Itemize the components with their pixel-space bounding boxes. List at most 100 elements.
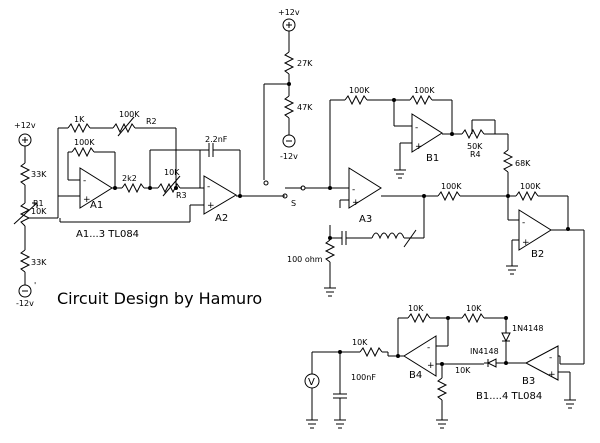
a-group-note: A1...3 TL084 — [76, 229, 139, 240]
opamp-b2 — [518, 209, 552, 251]
r4-value: 50K — [467, 142, 483, 151]
resistor-10k-b4-feedback — [407, 312, 431, 324]
potentiometer-r4 — [461, 128, 485, 140]
voltmeter-label: V — [308, 377, 315, 388]
r1-name: R1 — [33, 199, 44, 208]
switch-contact-lower — [282, 193, 288, 199]
resistor-10k-b4-input — [359, 346, 383, 358]
opamp-b3 — [524, 345, 559, 381]
resistor-33k-top — [19, 162, 31, 186]
opamp-a2-label: A2 — [215, 213, 228, 224]
b2-stage: 100K - + B2 — [506, 182, 585, 365]
top-divider-section: +12v 27K 47K -12v S — [263, 8, 346, 208]
design-title: Circuit Design by Hamuro — [57, 289, 262, 308]
resistor-100k-b1-label: 100K — [414, 86, 435, 95]
capacitor-100n-label: 100nF — [351, 373, 376, 382]
resistor-27k — [283, 51, 295, 75]
diode-in4148-mid — [486, 358, 497, 368]
resistor-10k-b3-label: 10K — [466, 304, 482, 313]
potentiometer-r3 — [157, 182, 181, 194]
a3-stage: 100K - + A3 100 ohm 100K — [287, 86, 510, 297]
potentiometer-r2 — [112, 122, 136, 134]
resistor-10k-b4-label: 10K — [408, 304, 424, 313]
r2-name: R2 — [146, 117, 157, 126]
a2-stage: 10K R3 2.2nF - + A2 — [59, 135, 285, 224]
opamp-b1 — [411, 113, 443, 153]
svg-text:+: + — [207, 201, 215, 211]
opamp-a1-label: A1 — [90, 200, 103, 211]
resistor-33k-bottom-label: 33K — [31, 258, 47, 267]
svg-text:+: + — [522, 238, 530, 248]
resistor-100k-a3-out-label: 100K — [441, 182, 462, 191]
capacitor-2n2-label: 2.2nF — [205, 135, 228, 144]
opamp-a3-label: A3 — [359, 214, 372, 225]
pos-supply-label-top: +12v — [278, 8, 300, 17]
resistor-10k-b4-input-label: 10K — [352, 338, 368, 347]
resistor-100-ohm — [324, 239, 336, 263]
neg-supply-terminal-top — [282, 134, 296, 148]
resistor-68k — [502, 149, 514, 173]
r3-name: R3 — [176, 191, 187, 200]
switch-contact-upper — [263, 180, 269, 186]
inductor-coil — [371, 232, 405, 240]
rectifier-section: - + B3 1N4148 IN4148 10K - + B4 — [304, 304, 576, 429]
resistor-100k-b1-feedback — [409, 94, 433, 106]
diode-1n4148-top — [501, 332, 511, 343]
svg-text:-: - — [415, 123, 418, 133]
resistor-100-ohm-label: 100 ohm — [287, 255, 323, 264]
svg-text:-: - — [549, 353, 552, 363]
opamp-b3-label: B3 — [522, 376, 535, 387]
opamp-b2-label: B2 — [531, 249, 544, 260]
resistor-47k — [283, 95, 295, 119]
neg-supply-label-top: -12v — [280, 152, 298, 161]
svg-text:+: + — [83, 195, 91, 205]
pos-supply-label-left: +12v — [14, 121, 36, 130]
resistor-1k-label: 1K — [74, 115, 85, 124]
opamp-b1-label: B1 — [426, 153, 439, 164]
neg-tick-mark: ' — [34, 281, 36, 290]
resistor-33k-bottom — [19, 249, 31, 273]
svg-text:+: + — [415, 142, 423, 152]
svg-text:-: - — [427, 343, 430, 353]
opamp-b4 — [403, 335, 437, 377]
opamp-a2 — [203, 175, 237, 215]
svg-text:-: - — [522, 218, 525, 228]
resistor-100k-a1-feedback — [71, 146, 95, 158]
opamp-b4-label: B4 — [409, 370, 422, 381]
resistor-100k-a1-label: 100K — [74, 138, 95, 147]
resistor-27k-label: 27K — [297, 59, 313, 68]
svg-text:+: + — [548, 370, 556, 380]
b1-stage: 100K - + B1 50K R4 68K — [393, 86, 531, 220]
resistor-2k2 — [121, 182, 145, 194]
resistor-68k-label: 68K — [515, 159, 531, 168]
diode-mid-label: IN4148 — [470, 347, 499, 356]
neg-supply-label-left: -12v — [16, 299, 34, 308]
r4-name: R4 — [470, 150, 481, 159]
switch-label: S — [291, 199, 296, 208]
potentiometer-r1 — [19, 202, 31, 227]
r3-value: 10K — [164, 168, 180, 177]
resistor-100k-b2 — [515, 190, 539, 202]
b-group-note: B1....4 TL084 — [476, 391, 542, 402]
diode-top-label: 1N4148 — [512, 324, 543, 333]
r2-value: 100K — [119, 110, 140, 119]
resistor-10k-b3-ground — [436, 377, 448, 401]
resistor-10k-b3-feedback — [461, 312, 485, 324]
resistor-100k-a3-top-label: 100K — [349, 86, 370, 95]
svg-text:-: - — [352, 185, 355, 195]
opamp-a1 — [79, 167, 113, 209]
a1-stage: 1K 100K R2 100K - + A1 2k2 — [58, 110, 200, 211]
resistor-33k-top-label: 33K — [31, 170, 47, 179]
resistor-100k-a3-top — [344, 94, 368, 106]
r1-value: 10K — [31, 207, 47, 216]
svg-text:+: + — [427, 361, 435, 371]
resistor-1k — [67, 122, 91, 134]
resistor-100k-b2-label: 100K — [520, 182, 541, 191]
neg-supply-terminal-left — [18, 284, 32, 298]
svg-text:-: - — [83, 176, 86, 186]
resistor-47k-label: 47K — [297, 103, 313, 112]
svg-text:-: - — [207, 182, 210, 192]
resistor-2k2-label: 2k2 — [122, 174, 137, 183]
